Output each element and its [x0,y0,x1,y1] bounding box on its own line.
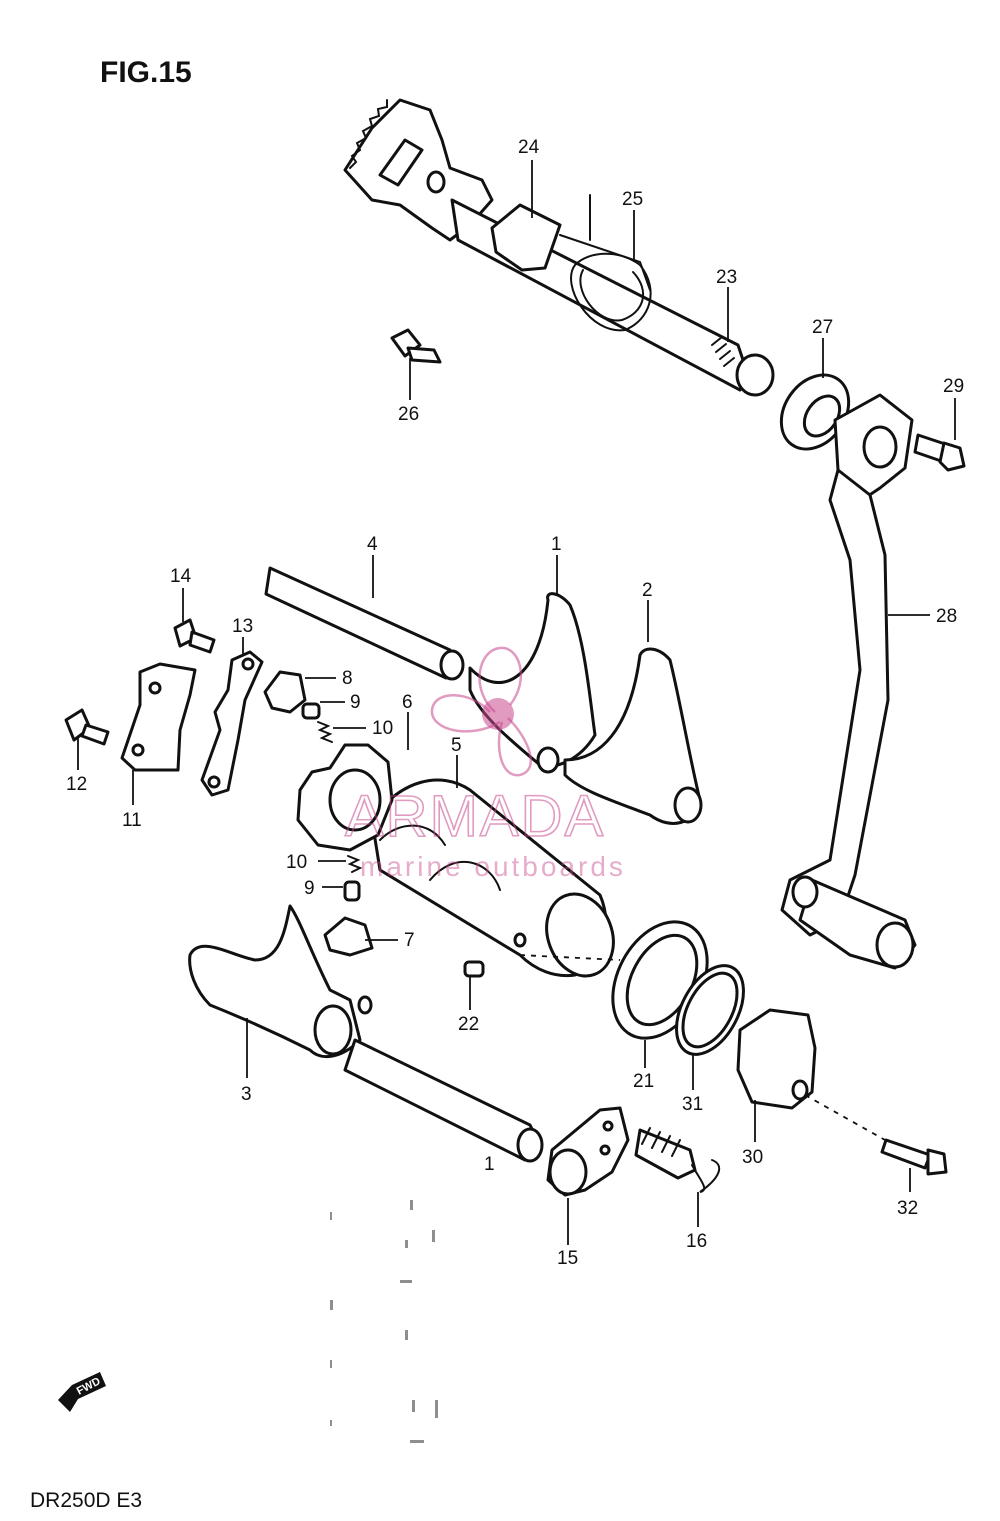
part-2-shift-fork [563,647,703,825]
callout-29: 29 [943,376,964,397]
callout-13: 13 [232,616,253,637]
callout-10-upper: 10 [372,718,393,739]
part-24-shift-shaft [343,98,775,397]
part-22-pin [463,960,485,978]
armada-watermark: ARMADA marine outboards [344,646,626,882]
part-6-cam-gear [296,743,394,852]
part-7-plate [323,916,374,957]
part-1-lower-fork-shaft [343,1038,544,1163]
part-16-spring [634,1127,721,1193]
callout-27: 27 [812,317,833,338]
callout-31: 31 [682,1094,703,1115]
part-30-cover [736,1008,817,1110]
part-25-return-spring [559,194,652,332]
callout-6: 6 [402,692,413,713]
propeller-hub-icon [482,698,514,730]
part-32-bolt [880,1138,948,1176]
callout-8: 8 [342,668,353,689]
part-15-shift-arm [546,1106,630,1197]
callout-numbers: 24 25 23 26 27 29 4 1 2 28 14 13 8 9 10 … [66,137,964,1269]
callout-30: 30 [742,1147,763,1168]
callout-9-lower: 9 [304,878,315,899]
callout-4: 4 [367,534,378,555]
callout-10-lower: 10 [286,852,307,873]
callout-2: 2 [642,580,653,601]
part-31-o-ring [675,964,745,1056]
callout-1-upper: 1 [551,534,562,555]
part-9-pin-upper [301,702,321,720]
propeller-logo-icon [430,646,532,777]
callout-23: 23 [716,267,737,288]
callout-9-upper: 9 [350,692,361,713]
model-code: DR250D E3 [30,1489,142,1512]
part-5-gearshift-cam [370,778,615,978]
callout-3: 3 [241,1084,252,1105]
forward-label: FWD [75,1375,103,1397]
callout-15: 15 [557,1248,578,1269]
part-11-stopper-plate [120,662,197,772]
part-1-shift-fork [468,592,597,774]
part-9-pin-lower [343,880,361,902]
part-8-block [263,670,307,714]
part-10-spring-upper [317,721,333,743]
part-12-screw [64,708,110,746]
figure-title: FIG.15 [100,56,192,89]
part-4-fork-shaft [264,566,465,681]
watermark-brand: ARMADA [345,784,605,849]
assembly-line-32 [804,1094,886,1141]
callout-21: 21 [633,1071,654,1092]
callout-7: 7 [404,930,415,951]
part-26-bolt [390,328,442,364]
part-13-cam-guide [200,650,264,797]
watermark-tagline: marine outboards [360,851,626,882]
callout-24: 24 [518,137,540,158]
part-29-bolt [913,433,966,472]
callout-11: 11 [122,810,142,831]
callout-22: 22 [458,1014,479,1035]
scan-artifacts [330,1200,438,1443]
part-27-oil-seal [779,373,851,451]
callout-26: 26 [398,404,419,425]
callout-1-lower: 1 [484,1154,495,1175]
callout-leader-lines [77,160,956,1245]
forward-arrow-icon: FWD [58,1372,106,1412]
callout-16: 16 [686,1231,707,1252]
callout-14: 14 [170,566,192,587]
callout-28: 28 [936,606,957,627]
callout-32: 32 [897,1198,918,1219]
callout-12: 12 [66,774,87,795]
part-28-gearshift-lever [780,393,917,970]
callout-25: 25 [622,189,643,210]
part-3-shift-fork [188,904,373,1059]
part-10-spring-lower [347,855,363,873]
callout-5: 5 [451,735,462,756]
part-14-screw [173,618,216,654]
